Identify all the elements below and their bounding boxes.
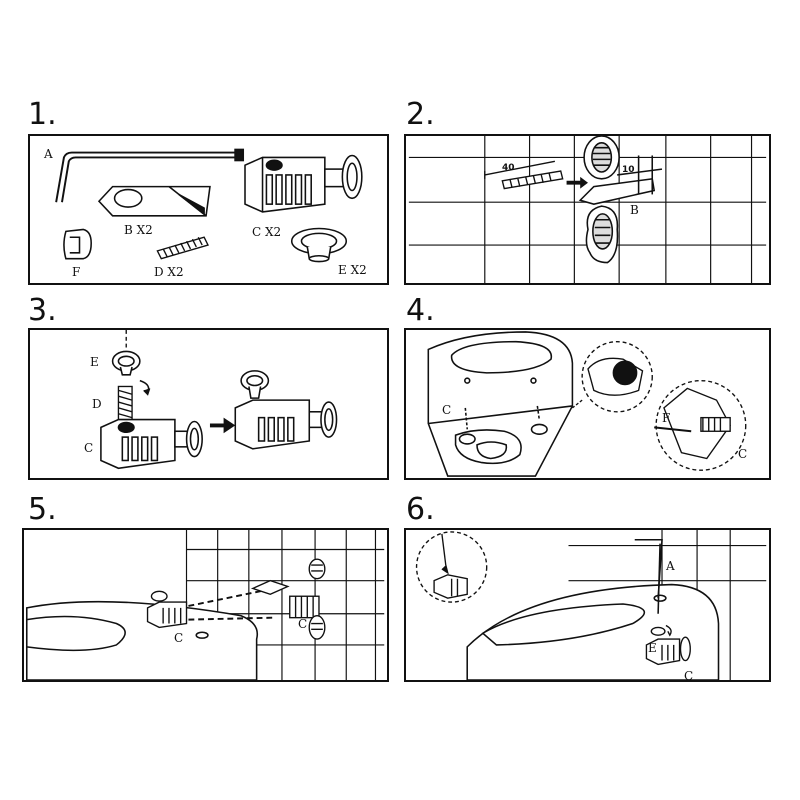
panel-5-mount-to-wall: C C: [22, 528, 389, 682]
step-number-5: 5.: [28, 492, 57, 527]
toilet-bowl-icon: [466, 538, 720, 680]
step-number-3: 3.: [28, 293, 57, 328]
anchor-label-b: B: [630, 203, 639, 217]
zoom-detail-top: [571, 341, 653, 413]
final-label-a: A: [666, 559, 675, 573]
threaded-rod-icon: [156, 236, 209, 260]
washer-icon: [290, 227, 348, 263]
wall-anchor-illustration: [408, 136, 767, 283]
step-number-4: 4.: [406, 293, 435, 328]
panel-3-connector-assembly: E D C: [28, 328, 389, 480]
alignment-arrows: [188, 589, 275, 621]
panel-1-parts: A B X2 C X2 F D X2 E X2: [28, 134, 389, 285]
connector-bolt-icon: [100, 418, 203, 470]
wall-anchor-icon: [578, 155, 663, 205]
part-label-a: A: [44, 147, 53, 161]
connector-assembly-illustration: [100, 330, 338, 470]
threaded-rod-icon: [117, 385, 133, 421]
toilet-underside-illustration: [427, 331, 747, 477]
connector-bolt-icon: [244, 154, 363, 213]
arrow-right-icon: [209, 417, 236, 434]
wall-hole-top: [583, 136, 620, 180]
assembled-connector-icon: [234, 370, 338, 450]
panel-2-wall-anchors: 40 10 B: [404, 134, 771, 285]
assembly-label-e: E: [90, 355, 99, 369]
step-number-2: 2.: [406, 97, 435, 132]
hex-key-icon: [55, 148, 245, 203]
step-number-6: 6.: [406, 492, 435, 527]
underside-label-c: C: [442, 403, 452, 417]
part-label-c: C X2: [252, 225, 282, 239]
threaded-rod-icon: [484, 160, 564, 190]
hex-key-icon: [657, 543, 661, 614]
assembly-label-d: D: [92, 397, 102, 411]
wall-anchor-icon: [97, 185, 211, 217]
mount-illustration: [25, 530, 385, 680]
part-label-f: F: [72, 265, 81, 279]
assembly-label-c: C: [84, 441, 94, 455]
mount-label-c-left: C: [174, 631, 184, 645]
zoom-detail: [415, 531, 488, 603]
wall-anchor-icon: [250, 558, 326, 640]
connector-bolt-icon: [146, 590, 188, 629]
panel-4-toilet-underside: C F C: [404, 328, 771, 480]
toilet-bowl-icon: [25, 600, 259, 680]
arrow-icon: [566, 176, 588, 189]
final-label-c: C: [684, 669, 694, 682]
washer-icon: [111, 350, 141, 376]
mount-label-c-right: C: [298, 617, 308, 631]
toilet-bowl-icon: [427, 331, 574, 477]
detail-label-c: C: [738, 447, 748, 461]
cap-icon: [63, 228, 92, 260]
part-label-b: B X2: [124, 223, 153, 237]
dimension-right: 10: [622, 165, 635, 175]
step-number-1: 1.: [28, 97, 57, 132]
zoom-detail-bottom: [654, 379, 747, 471]
part-label-e: E X2: [338, 263, 367, 277]
detail-label-f: F: [662, 411, 671, 425]
tightening-illustration: [415, 530, 767, 680]
wall-hole-bottom: [585, 205, 619, 264]
final-label-e: E: [648, 641, 657, 655]
parts-illustration: [55, 148, 363, 263]
rotate-arrow-icon: [139, 379, 151, 396]
connector-bolt-icon: [645, 624, 691, 666]
dimension-left: 40: [502, 163, 515, 173]
part-label-d: D X2: [154, 265, 184, 279]
panel-6-final-tightening: A E C: [404, 528, 771, 682]
